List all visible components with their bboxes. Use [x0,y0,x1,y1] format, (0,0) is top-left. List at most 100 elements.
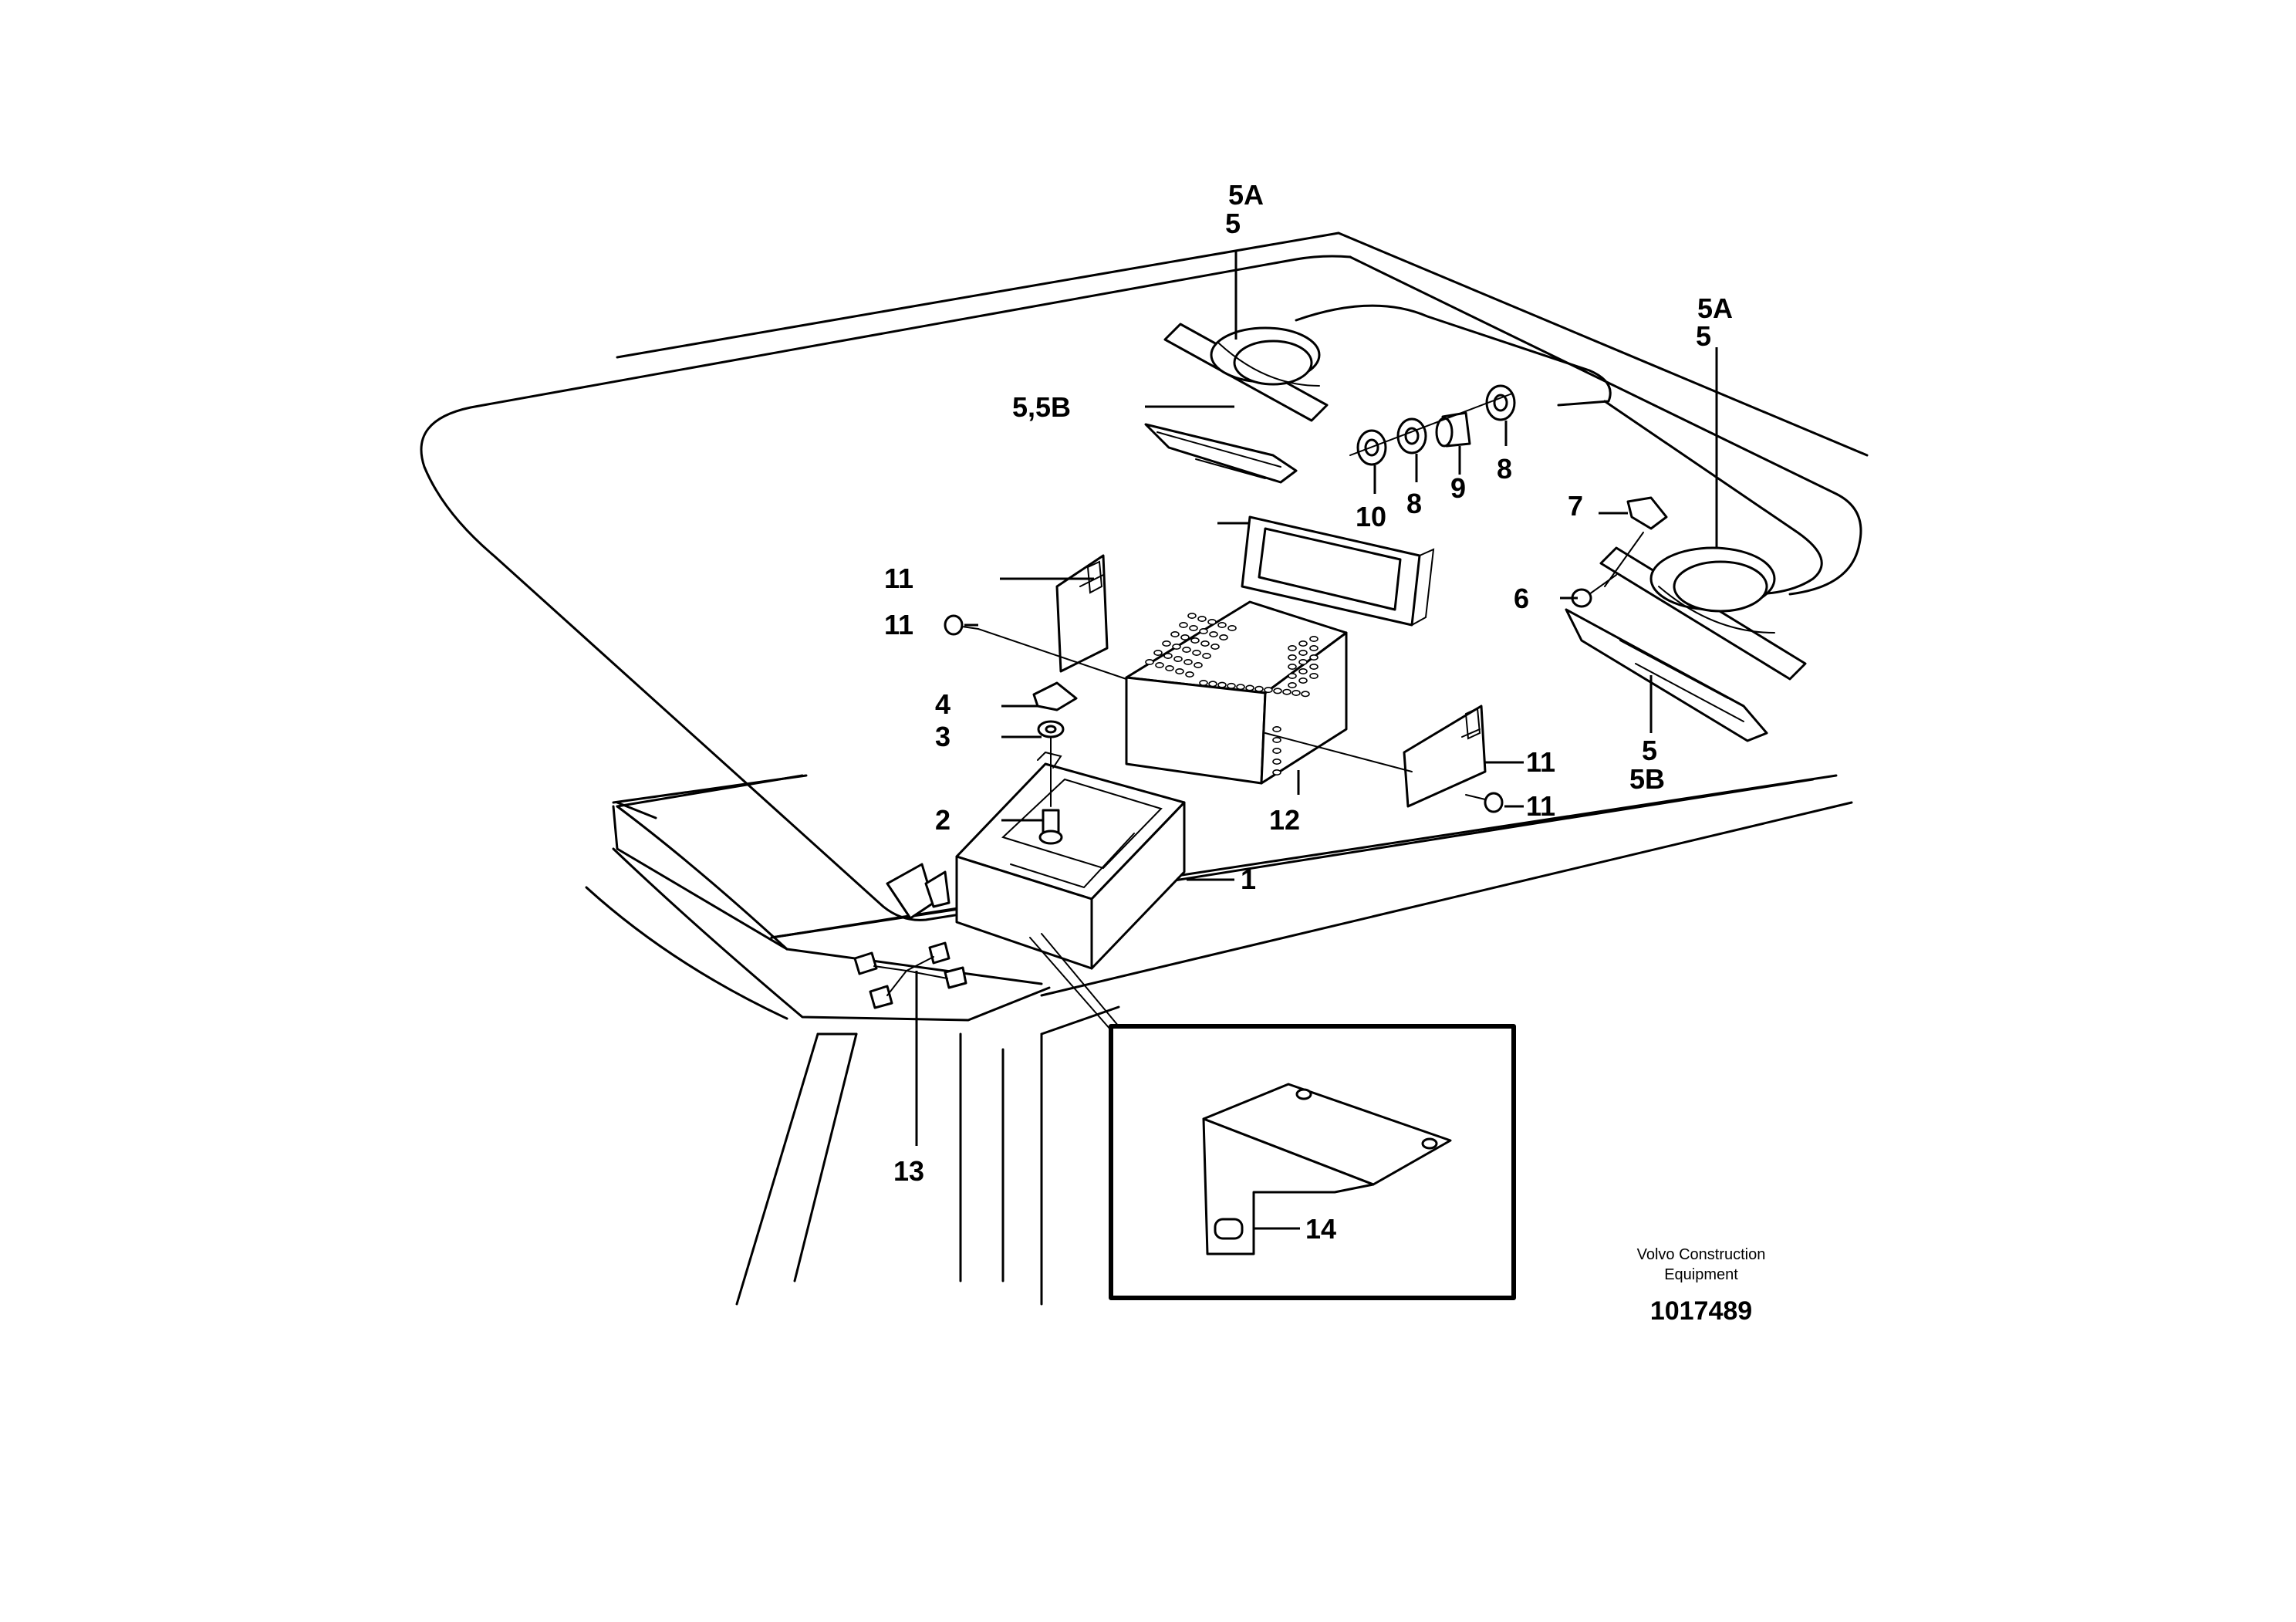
vent-hole [1162,640,1171,647]
callout-5-left: 5 [1225,208,1241,239]
callout-5-5b: 5,5B [1012,391,1071,423]
callout-9: 9 [1450,472,1466,504]
vent-hole [1288,663,1297,670]
vent-hole [1175,667,1184,674]
vent-hole [1199,627,1208,634]
vent-hole [1301,691,1310,698]
callout-labels: 5A 5 5,5B 10 8 9 8 5A 5 7 6 11 11 4 3 2 … [884,179,1733,1245]
callout-14: 14 [1305,1213,1336,1245]
vent-hole [1192,649,1201,656]
vent-hole [1309,644,1319,651]
vent-hole [1185,671,1194,678]
vent-hole [1145,658,1154,665]
vent-hole [1172,643,1181,650]
washer-8-left [1396,417,1427,454]
radio-unit [1125,600,1348,785]
callout-8-left: 8 [1406,488,1422,519]
bolt-2 [1038,809,1063,845]
vent-hole [1217,681,1227,688]
vent-hole [1288,654,1297,661]
company-name-line2: Equipment [1664,1266,1738,1283]
vent-hole [1202,652,1211,659]
callout-10: 10 [1356,501,1386,532]
vent-hole [1245,684,1254,691]
vent-hole [1298,667,1308,674]
vent-hole [1272,725,1281,732]
callout-8-right: 8 [1497,453,1512,485]
vent-hole [1183,658,1193,665]
vent-hole [1210,643,1220,650]
vent-hole [1298,677,1308,684]
washer-8-right [1485,384,1516,421]
vent-hole [1199,679,1208,686]
clip-7 [1626,496,1668,530]
bracket-14 [1202,1083,1452,1255]
callout-11-right-screw: 11 [1526,790,1555,822]
spacer-9 [1435,411,1471,448]
vent-hole [1298,640,1308,647]
callout-11-screw: 11 [884,609,913,640]
radio-trim-frame [1241,515,1435,627]
vent-hole [1272,736,1281,743]
vent-hole [1272,769,1281,776]
drawing-number: 1017489 [1650,1296,1752,1326]
vent-hole [1292,689,1301,696]
vent-hole [1197,615,1207,622]
callout-3: 3 [935,721,950,752]
vent-hole [1190,637,1200,644]
right-speaker [1599,546,1807,681]
vent-hole [1288,644,1297,651]
callout-11-top: 11 [884,563,913,594]
callout-11-right: 11 [1526,746,1555,778]
screw-11-left [944,614,979,636]
callout-5-bottom: 5 [1642,735,1657,766]
vent-hole [1264,687,1273,694]
vent-hole [1182,646,1191,653]
vent-hole [1298,649,1308,656]
vent-hole [1217,621,1227,628]
wing-nut-4 [1032,681,1078,711]
vent-hole [1298,658,1308,665]
detail-inset-box [1109,1024,1516,1300]
vent-hole [1273,688,1282,694]
vent-hole [1288,681,1297,688]
callout-12: 12 [1269,804,1300,836]
vent-hole [1227,682,1236,689]
callout-5b-bottom: 5B [1629,763,1665,795]
vent-hole [1288,672,1297,679]
vent-hole [1272,758,1281,765]
mounting-plate-right [1403,705,1487,808]
mounting-plate-left [1055,554,1109,673]
callout-1: 1 [1241,863,1256,895]
vent-hole [1209,630,1218,637]
leader-lines [915,251,1718,1230]
washer-3 [1037,720,1065,738]
callout-5-right: 5 [1696,320,1711,352]
harness-13 [853,863,967,1009]
vent-hole [1153,649,1163,656]
radio-vent-holes [1145,612,1319,776]
vent-hole [1207,618,1217,625]
callout-2: 2 [935,804,950,836]
vent-hole [1282,688,1292,695]
callout-6: 6 [1514,583,1529,614]
screw-11-right [1465,792,1504,813]
vent-hole [1180,634,1190,640]
callout-5a-left: 5A [1228,179,1264,211]
vent-hole [1179,621,1188,628]
left-speaker-grille [1144,423,1298,484]
vent-hole [1163,652,1173,659]
vent-hole [1309,672,1319,679]
callout-4: 4 [935,688,950,720]
vent-hole [1200,640,1210,647]
vent-hole [1194,661,1203,668]
vent-hole [1309,654,1319,661]
vent-hole [1309,635,1319,642]
radio-bracket [955,751,1186,970]
vent-hole [1219,634,1228,640]
vent-hole [1309,663,1319,670]
vent-hole [1254,685,1264,692]
callout-5a-right: 5A [1697,292,1733,324]
callout-7: 7 [1568,490,1583,522]
